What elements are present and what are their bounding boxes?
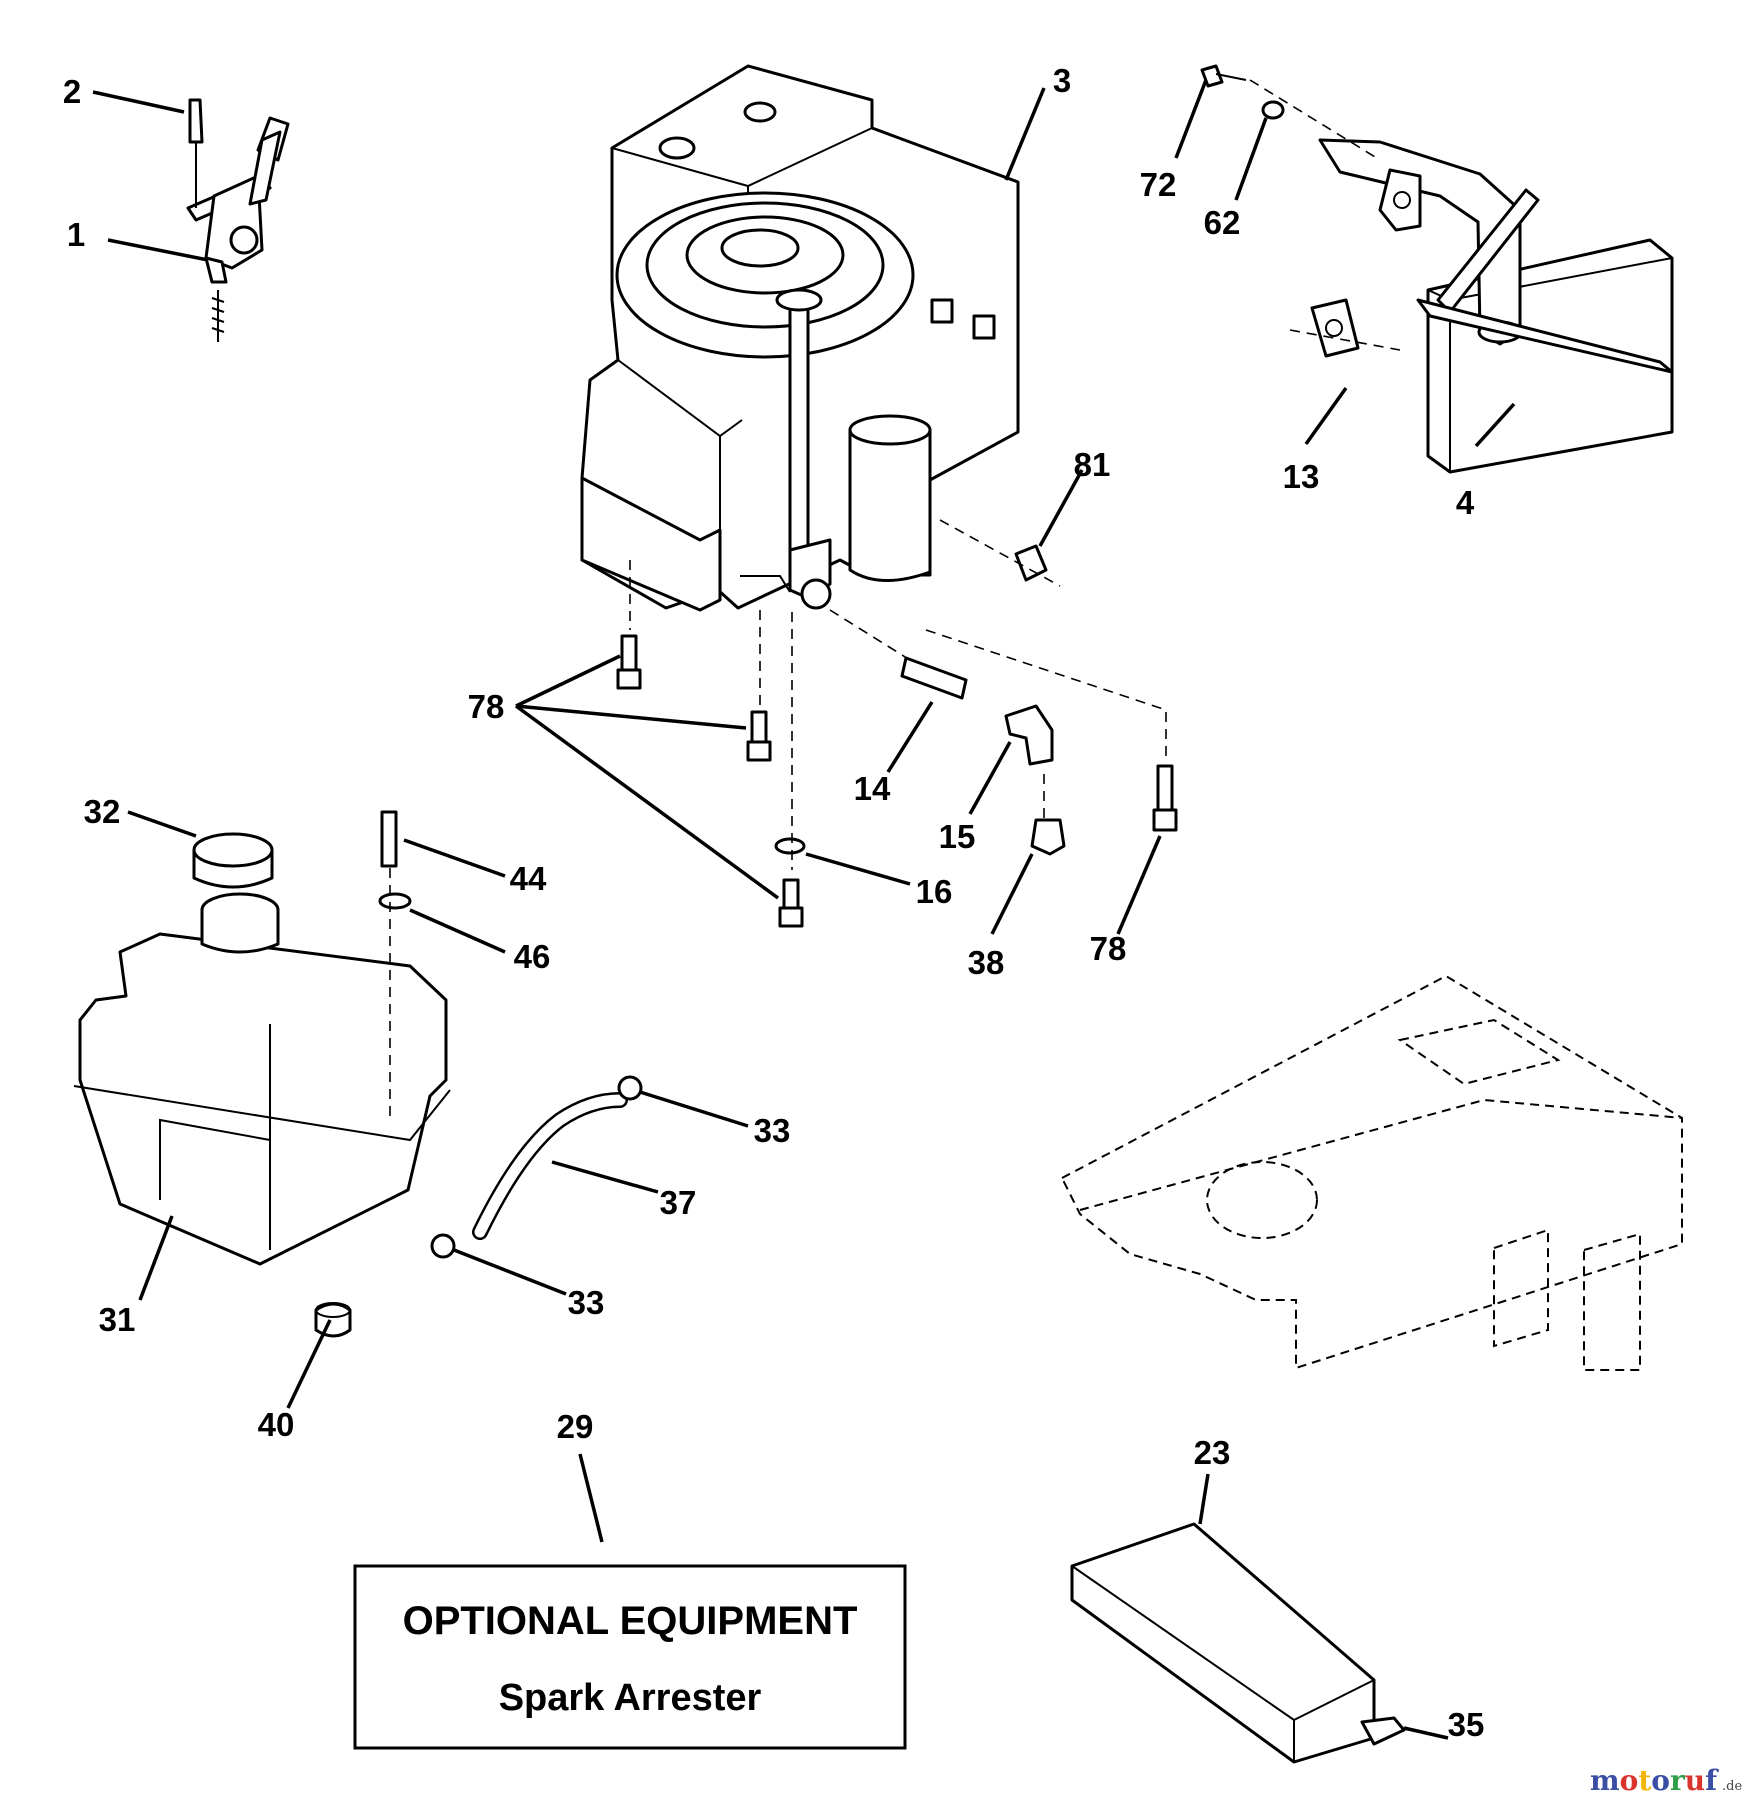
engine-part	[580, 64, 1020, 612]
callout-2: 2	[63, 73, 81, 110]
callout-62: 62	[1204, 204, 1241, 241]
callout-labels: 1 2 3 4 13 14 15 16 23 29 31 32 33 33 35…	[63, 62, 1485, 1743]
callout-33-upper: 33	[754, 1112, 791, 1149]
callout-23: 23	[1194, 1434, 1231, 1471]
callout-32: 32	[84, 793, 121, 830]
callout-35: 35	[1448, 1706, 1485, 1743]
callout-44: 44	[510, 860, 547, 897]
leader-lines	[92, 79, 1516, 1740]
watermark-logo: motoruf .de	[1590, 1764, 1742, 1797]
callout-78-right: 78	[1090, 930, 1127, 967]
callout-4: 4	[1456, 484, 1475, 521]
fuel-tank-part	[73, 810, 451, 1338]
heat-shield-part	[1070, 1522, 1406, 1764]
callout-40: 40	[258, 1406, 295, 1443]
callout-38: 38	[968, 944, 1005, 981]
callout-3: 3	[1053, 62, 1071, 99]
callout-15: 15	[939, 818, 976, 855]
chassis-frame-reference	[1060, 974, 1683, 1371]
fittings-and-bolts	[616, 519, 1178, 928]
callout-14: 14	[854, 770, 891, 807]
optional-equipment-title: OPTIONAL EQUIPMENT	[403, 1599, 858, 1643]
muffler-part	[1200, 64, 1674, 474]
callout-31: 31	[99, 1301, 136, 1338]
callout-33-lower: 33	[568, 1284, 605, 1321]
callout-37: 37	[660, 1184, 697, 1221]
watermark-suffix: .de	[1722, 1779, 1742, 1794]
spark-arrester-label: Spark Arrester	[499, 1677, 762, 1719]
callout-16: 16	[916, 873, 953, 910]
callout-13: 13	[1283, 458, 1320, 495]
callout-78-left: 78	[468, 688, 505, 725]
callout-29: 29	[557, 1408, 594, 1445]
callout-46: 46	[514, 938, 551, 975]
throttle-control-part	[186, 98, 290, 342]
callout-81: 81	[1074, 446, 1111, 483]
fuel-line-part	[430, 1075, 643, 1259]
callout-1: 1	[67, 216, 85, 253]
callout-72: 72	[1140, 166, 1177, 203]
watermark-brand: motoruf	[1590, 1764, 1719, 1797]
optional-equipment-box: OPTIONAL EQUIPMENT Spark Arrester	[353, 1564, 907, 1750]
